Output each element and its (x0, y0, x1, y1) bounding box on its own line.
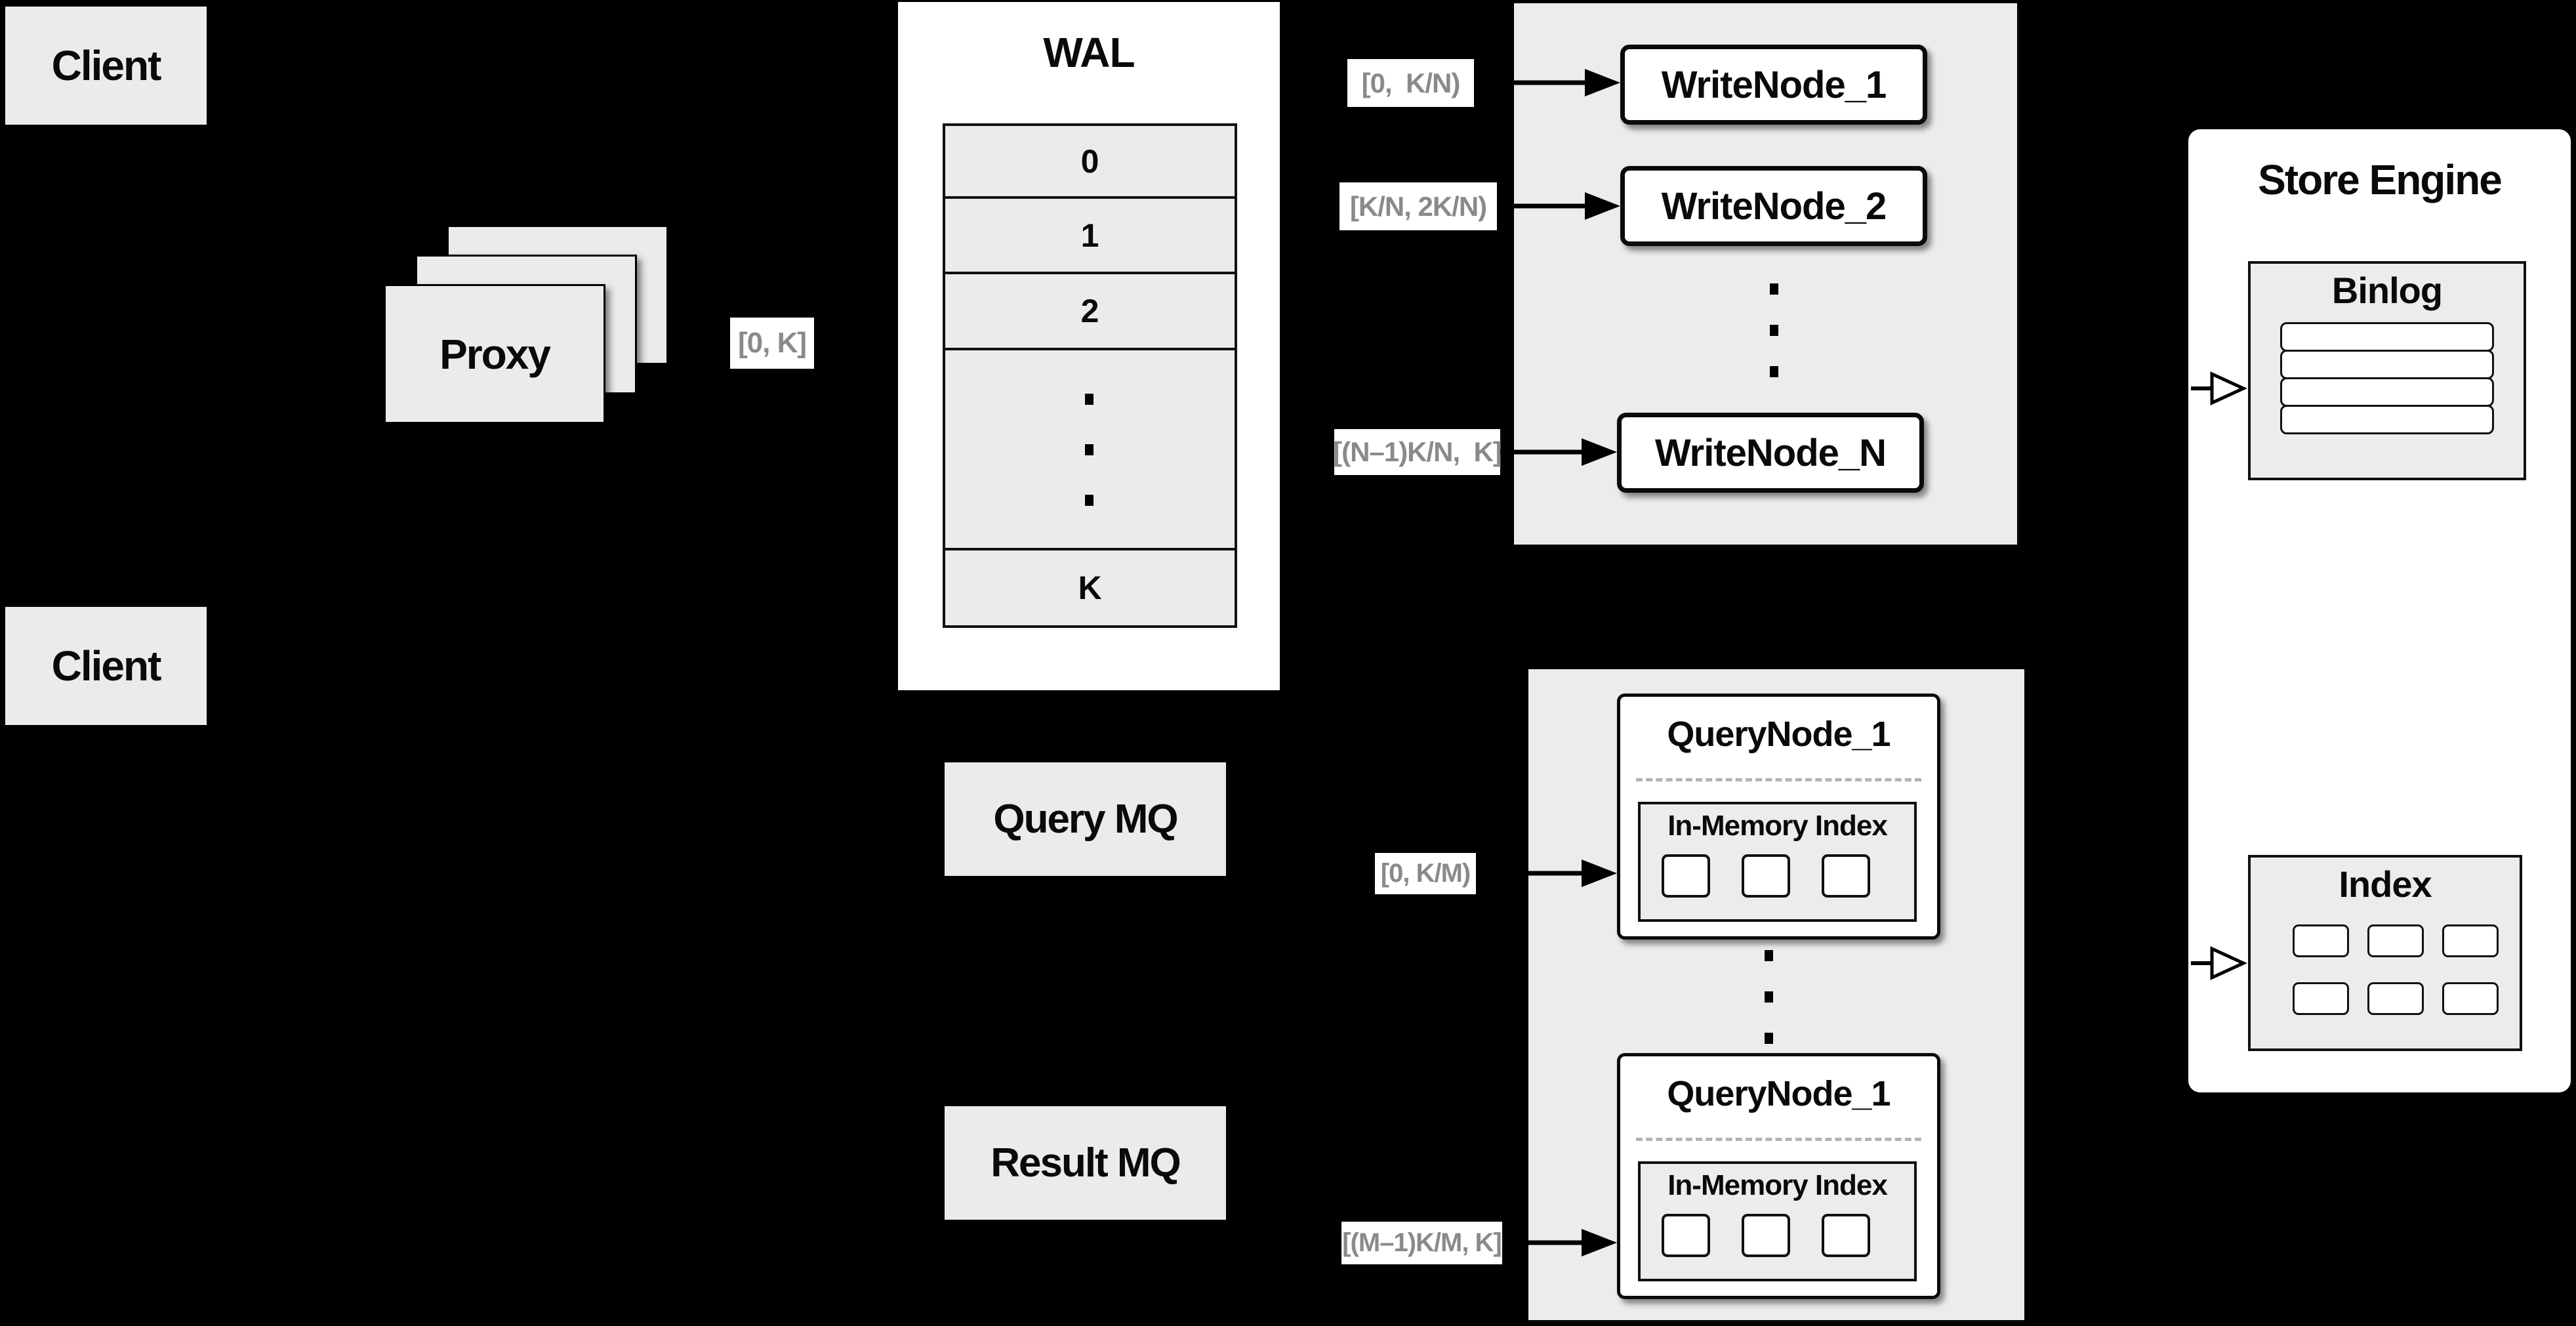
binlog-row (2280, 350, 2494, 379)
binlog-title: Binlog (2331, 270, 2443, 311)
client-node-top: Client (5, 7, 207, 125)
in-memory-index-cells (1641, 854, 1914, 898)
index-title: Index (2339, 863, 2432, 905)
dot (1085, 495, 1094, 506)
store-engine-box: Store Engine Binlog Index (2188, 129, 2571, 1092)
in-memory-index-title: In-Memory Index (1667, 810, 1888, 842)
range-label-writenode-n: [(N–1)K/N, K] (1333, 429, 1502, 475)
binlog-row (2280, 322, 2494, 352)
index-cells (2293, 924, 2499, 1015)
index-segment-cell (1742, 854, 1790, 898)
write-node-2: WriteNode_2 (1620, 166, 1927, 246)
dot (1765, 1033, 1773, 1044)
index-box: Index (2248, 855, 2522, 1051)
dot (1085, 444, 1094, 455)
dashed-divider (1636, 1138, 1921, 1141)
store-engine-title: Store Engine (2258, 156, 2503, 203)
wal-row-1: 1 (945, 199, 1235, 274)
index-segment-cell (1662, 854, 1710, 898)
in-memory-index-box: In-Memory Index (1638, 802, 1917, 922)
binlog-row (2280, 405, 2494, 434)
index-segment-cell (1822, 1214, 1870, 1257)
dot (1085, 394, 1094, 405)
dot (1765, 991, 1773, 1003)
index-cell (2293, 982, 2349, 1015)
query-node-1: QueryNode_1 In-Memory Index (1617, 694, 1940, 940)
wal-row-0: 0 (945, 126, 1235, 199)
dot (1770, 325, 1778, 336)
wal-ellipsis-dots (1085, 394, 1094, 506)
dashed-divider (1636, 778, 1921, 781)
dot (1770, 366, 1778, 377)
query-node-m: QueryNode_1 In-Memory Index (1617, 1053, 1940, 1299)
in-memory-index-box: In-Memory Index (1638, 1161, 1917, 1281)
query-node-1-title: QueryNode_1 (1667, 715, 1891, 754)
wal-title: WAL (1043, 29, 1135, 76)
in-memory-index-cells (1641, 1214, 1914, 1257)
binlog-box: Binlog (2248, 261, 2526, 480)
index-cell (2442, 982, 2499, 1015)
proxy-node: Proxy (384, 284, 605, 424)
range-label-querynode-1: [0, K/M) (1375, 853, 1476, 894)
dot (1770, 283, 1778, 295)
wal-row-k: K (945, 550, 1235, 625)
binlog-rows (2280, 322, 2494, 434)
query-node-ellipsis-dots (1765, 950, 1773, 1044)
range-label-querynode-m: [(M–1)K/M, K] (1341, 1222, 1502, 1264)
write-node-n: WriteNode_N (1617, 413, 1924, 493)
index-cell (2442, 924, 2499, 957)
write-node-ellipsis-dots (1770, 283, 1778, 377)
result-mq-node: Result MQ (945, 1106, 1226, 1220)
index-cell (2367, 924, 2424, 957)
binlog-row (2280, 377, 2494, 407)
index-segment-cell (1662, 1214, 1710, 1257)
dot (1765, 950, 1773, 961)
wal-segment-table: 0 1 2 K (943, 123, 1237, 628)
wal-box: WAL 0 1 2 K (898, 2, 1280, 690)
write-node-1: WriteNode_1 (1620, 45, 1927, 125)
index-segment-cell (1822, 854, 1870, 898)
client-node-bottom: Client (5, 607, 207, 725)
wal-row-2: 2 (945, 274, 1235, 350)
query-node-m-title: QueryNode_1 (1667, 1074, 1891, 1113)
range-label-proxy-to-wal: [0, K] (730, 318, 814, 369)
query-mq-node: Query MQ (945, 762, 1226, 876)
range-label-writenode-2: [K/N, 2K/N) (1339, 182, 1497, 230)
index-cell (2367, 982, 2424, 1015)
index-cell (2293, 924, 2349, 957)
index-segment-cell (1742, 1214, 1790, 1257)
in-memory-index-title: In-Memory Index (1667, 1169, 1888, 1201)
range-label-writenode-1: [0, K/N) (1347, 59, 1474, 107)
